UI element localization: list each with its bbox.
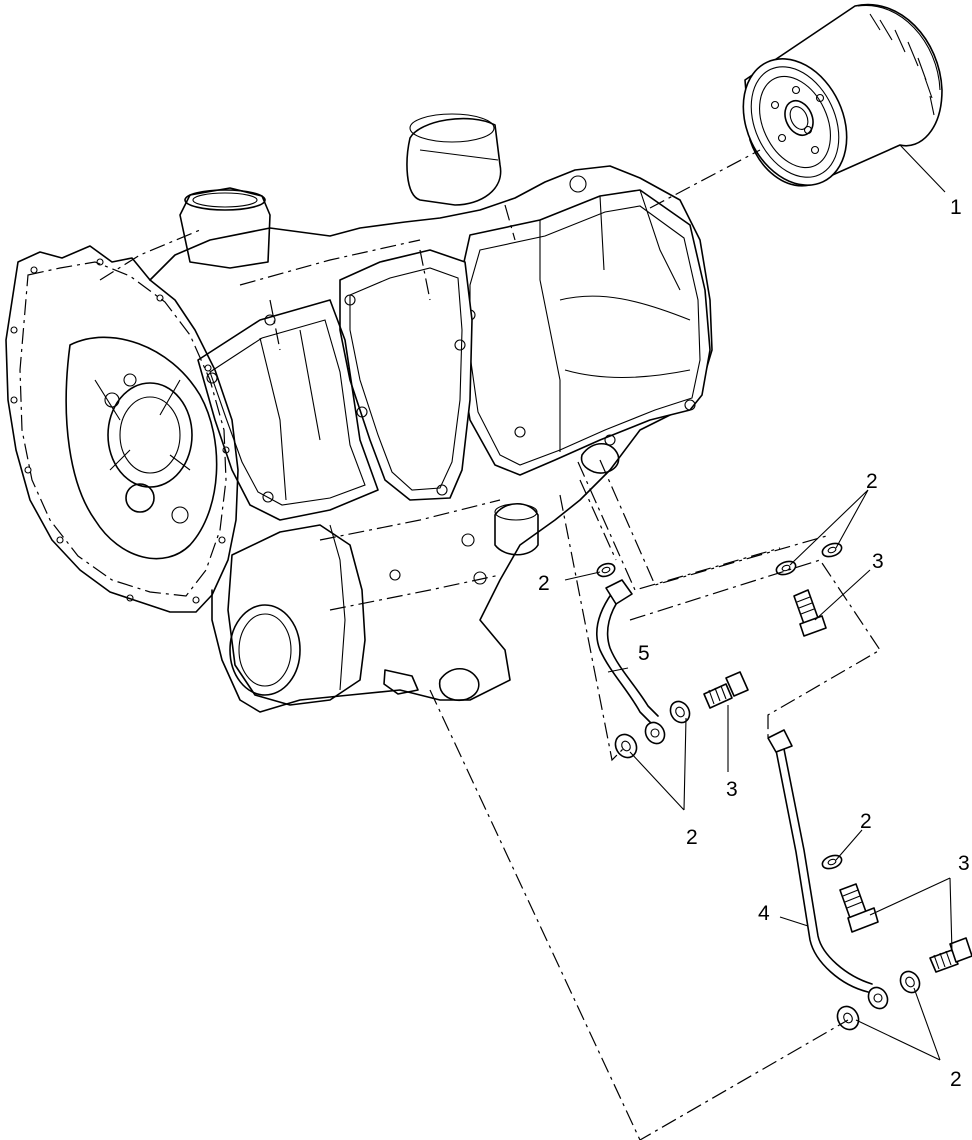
callout-5: 5 xyxy=(638,642,650,665)
alignment-lines xyxy=(429,459,881,1140)
callout-2-middle: 2 xyxy=(686,826,698,849)
banjo-bolts xyxy=(703,589,972,973)
oil-line-4 xyxy=(767,729,889,1010)
oil-filter xyxy=(649,3,943,209)
banjo-bolt xyxy=(793,589,827,637)
washer xyxy=(899,970,921,994)
banjo-bolt xyxy=(929,937,972,973)
callout-3-top-right: 3 xyxy=(872,550,884,573)
callout-leaders xyxy=(564,144,953,1061)
cover-bolt-holes xyxy=(10,258,230,604)
callout-labels: 1 2 3 2 5 3 2 2 3 4 2 xyxy=(538,196,970,1091)
callout-3-lower-right: 3 xyxy=(958,852,970,875)
engine-crankcase xyxy=(5,113,713,713)
callout-1: 1 xyxy=(950,196,962,219)
oil-line-5 xyxy=(596,579,666,745)
callout-2-bottom: 2 xyxy=(950,1068,962,1091)
washer xyxy=(596,562,616,578)
callout-2-top-right: 2 xyxy=(866,470,878,493)
washer xyxy=(836,1005,860,1031)
banjo-bolt xyxy=(839,883,879,933)
banjo-bolt xyxy=(703,671,749,709)
callout-2-left: 2 xyxy=(538,572,550,595)
callout-4: 4 xyxy=(758,902,770,925)
callout-2-lower-right: 2 xyxy=(860,810,872,833)
washer xyxy=(669,700,691,724)
washer xyxy=(821,542,843,558)
callout-3-middle: 3 xyxy=(726,778,738,801)
